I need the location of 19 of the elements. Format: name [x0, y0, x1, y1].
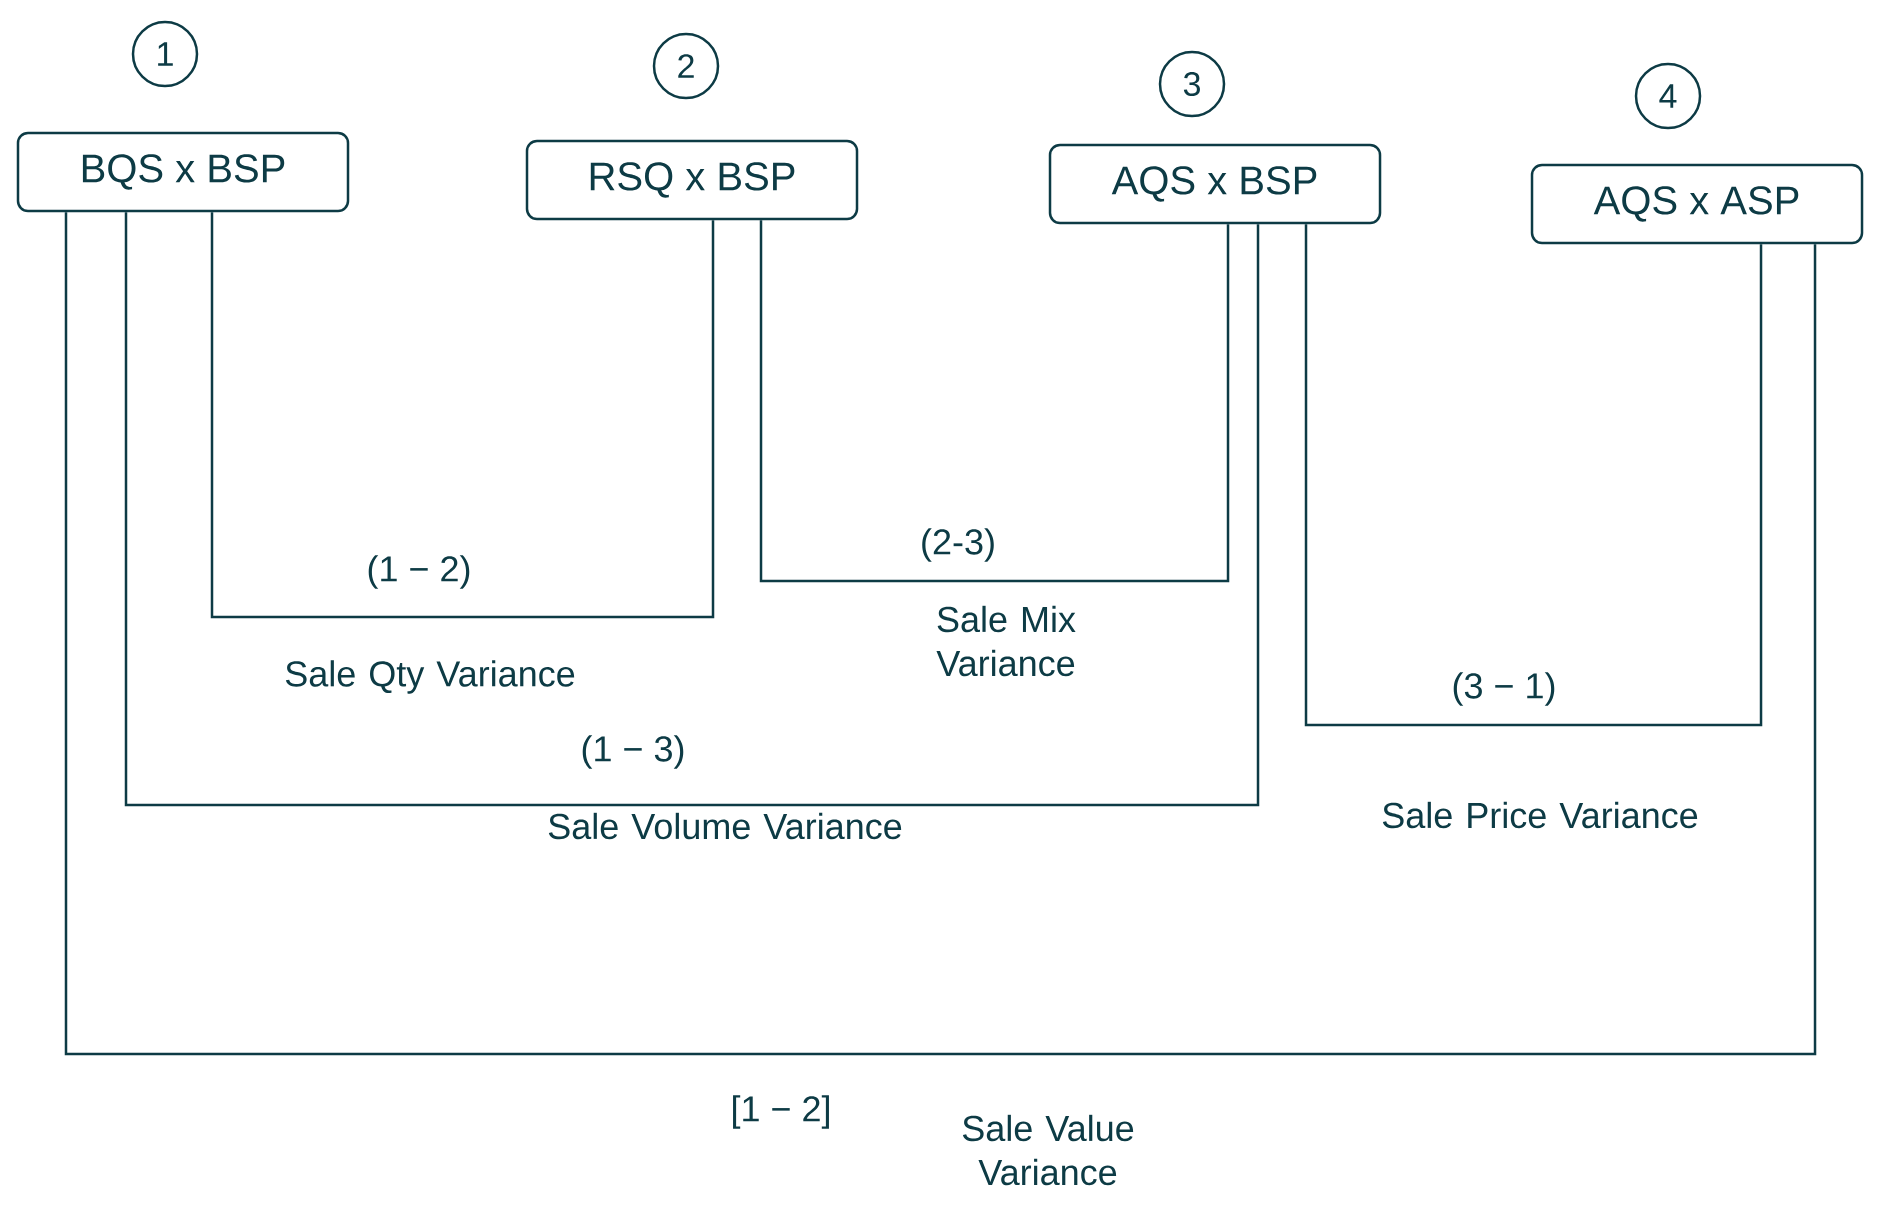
- bracket-connector: [1304, 224, 1763, 727]
- edge-label: (1 − 2): [364, 553, 474, 591]
- variance-label: Sale Mix Variance: [936, 605, 1076, 677]
- bracket-connector: [759, 220, 1230, 583]
- bracket-connector: [124, 212, 1260, 807]
- formula-box: AQS x BSP: [1048, 143, 1382, 225]
- variance-label: Sale Qty Variance: [285, 660, 575, 694]
- variance-label: Sale Price Variance: [1382, 801, 1698, 829]
- variance-label: Sale Volume Variance: [548, 812, 902, 840]
- formula-box: RSQ x BSP: [525, 139, 859, 221]
- bracket-connector: [210, 212, 715, 619]
- variance-label: Sale Value Variance: [962, 1114, 1134, 1186]
- edge-label: (3 − 1): [1449, 670, 1559, 708]
- formula-box: AQS x ASP: [1530, 163, 1864, 245]
- bracket-connector: [64, 212, 1817, 1056]
- edge-label: (2-3): [918, 526, 998, 564]
- edge-label: (1 − 3): [578, 733, 688, 771]
- formula-box: BQS x BSP: [16, 131, 350, 213]
- edge-label: [1 − 2]: [728, 1093, 834, 1131]
